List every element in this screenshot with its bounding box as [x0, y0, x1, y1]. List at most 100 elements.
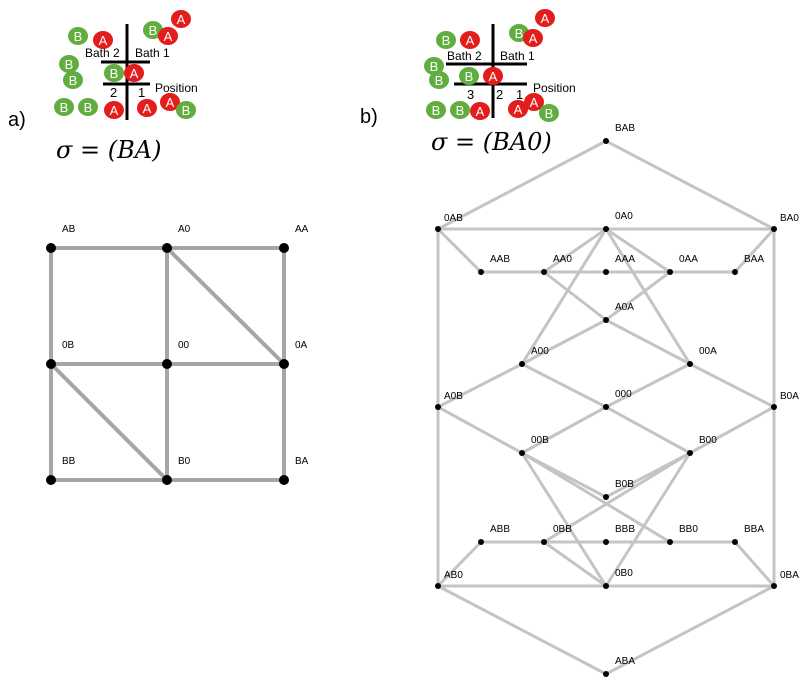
panel-a-sigma: σ = (BA): [56, 136, 161, 164]
position-number-1: 1: [516, 87, 523, 102]
particle-a: A: [124, 64, 144, 82]
svg-text:B: B: [435, 73, 444, 88]
panel-a-label: a): [8, 109, 26, 131]
svg-text:B: B: [515, 26, 524, 41]
bath-1-label: Bath 1: [135, 46, 170, 60]
particle-a: A: [524, 93, 544, 111]
edge-000-B00: [604, 405, 692, 455]
svg-text:A: A: [476, 104, 485, 119]
node-BBA: [732, 539, 738, 545]
node-ABA: [603, 671, 609, 677]
svg-text:B: B: [442, 33, 451, 48]
svg-text:B: B: [84, 100, 93, 115]
edge-ABB-AB0: [436, 540, 483, 588]
node-0B0: [603, 583, 609, 589]
node-label-0B0: 0B0: [615, 568, 633, 579]
node-label-BB: BB: [62, 456, 76, 467]
particle-b: B: [539, 104, 559, 122]
node-AAB: [478, 269, 484, 275]
edge-A0-0A: [165, 246, 286, 366]
node-label-00B: 00B: [531, 435, 549, 446]
node-label-AA: AA: [295, 224, 309, 235]
node-label-BA0: BA0: [780, 213, 799, 224]
node-BB0: [667, 539, 673, 545]
edge-A00-A0B: [436, 362, 524, 409]
particle-a: A: [460, 31, 480, 49]
node-AB: [46, 243, 56, 253]
node-BAB: [603, 138, 609, 144]
node-BB: [46, 475, 56, 485]
node-000: [603, 404, 609, 410]
particle-a: A: [171, 10, 191, 28]
node-A0B: [435, 404, 441, 410]
node-B0B: [603, 494, 609, 500]
node-label-AAB: AAB: [490, 254, 510, 265]
particle-b: B: [143, 21, 163, 39]
panel-b: b) σ = (BA0) Bath 2 Bath 1 Position 3 2 …: [360, 9, 799, 677]
svg-text:B: B: [65, 57, 74, 72]
svg-text:A: A: [541, 11, 550, 26]
node-AA: [279, 243, 289, 253]
svg-text:A: A: [99, 33, 108, 48]
edge-A00-000: [520, 362, 608, 409]
svg-text:B: B: [110, 66, 119, 81]
svg-text:B: B: [74, 29, 83, 44]
node-label-B0: B0: [178, 456, 191, 467]
svg-text:B: B: [545, 106, 554, 121]
node-label-A0A: A0A: [615, 302, 634, 313]
node-0B: [46, 359, 56, 369]
node-label-B0B: B0B: [615, 479, 634, 490]
svg-text:A: A: [514, 102, 523, 117]
particle-b: B: [424, 57, 444, 75]
particle-a: A: [483, 67, 503, 85]
panel-a: a) σ = (BA) Bath 2 Bath 1 Position 2 1 B…: [8, 10, 309, 485]
particle-b: B: [426, 101, 446, 119]
particle-a: A: [158, 27, 178, 45]
node-label-0A: 0A: [295, 340, 308, 351]
node-00: [162, 359, 172, 369]
node-label-00: 00: [178, 340, 190, 351]
svg-text:B: B: [182, 103, 191, 118]
particle-a: A: [470, 102, 490, 120]
bath-2-label: Bath 2: [85, 46, 120, 60]
particle-a: A: [508, 100, 528, 118]
node-AA0: [541, 269, 547, 275]
svg-text:A: A: [110, 103, 119, 118]
node-label-A00: A00: [531, 346, 549, 357]
edge-0A0-00A: [604, 227, 692, 366]
node-0BB: [541, 539, 547, 545]
node-label-AAA: AAA: [615, 254, 635, 265]
edge-0AB-AAB: [436, 227, 483, 274]
node-label-0A0: 0A0: [615, 211, 633, 222]
node-BAA: [732, 269, 738, 275]
edge-BAB-0AB: [436, 139, 608, 231]
edge-0AA-A0A: [604, 270, 672, 322]
node-0AA: [667, 269, 673, 275]
edges: [436, 139, 776, 676]
node-AAA: [603, 269, 609, 275]
svg-text:B: B: [456, 103, 465, 118]
node-label-A0B: A0B: [444, 391, 463, 402]
svg-text:B: B: [432, 103, 441, 118]
svg-text:A: A: [166, 95, 175, 110]
edge-AA0-A0A: [542, 270, 608, 322]
position-number-2: 2: [110, 85, 117, 100]
particle-b: B: [429, 71, 449, 89]
svg-text:A: A: [177, 12, 186, 27]
node-label-AA0: AA0: [553, 254, 572, 265]
edge-B0A-B00: [688, 405, 776, 455]
particle-b: B: [104, 64, 124, 82]
node-0BA: [771, 583, 777, 589]
node-label-BBB: BBB: [615, 524, 635, 535]
node-label-0AB: 0AB: [444, 213, 463, 224]
particle-b: B: [78, 98, 98, 116]
edge-0BB-0B0: [542, 540, 608, 588]
node-label-B00: B00: [699, 435, 717, 446]
edge-B00-0BB: [542, 451, 692, 544]
svg-text:A: A: [489, 69, 498, 84]
svg-text:B: B: [60, 100, 69, 115]
